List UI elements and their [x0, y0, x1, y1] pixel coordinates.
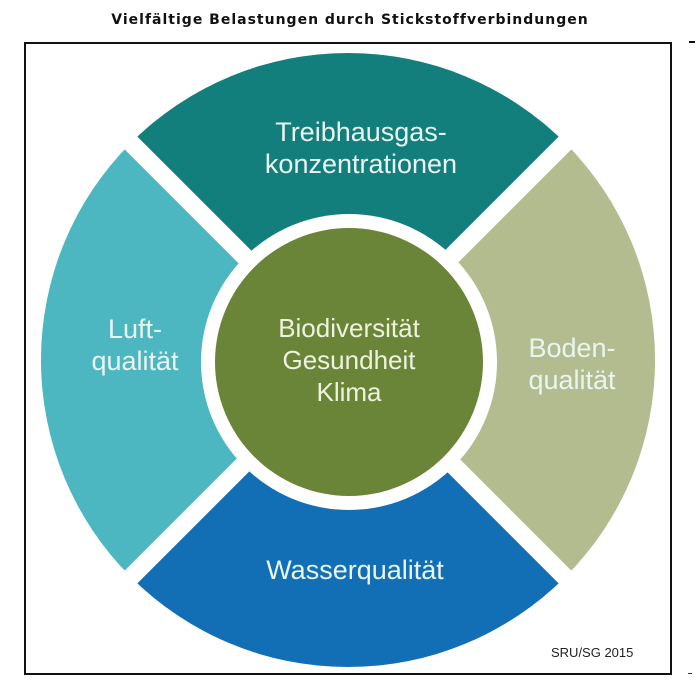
center-circle	[215, 228, 483, 496]
segment-left-label-line1: Luft-	[108, 314, 162, 344]
center-label-klima: Klima	[316, 377, 382, 407]
segment-bottom-wasserqualitaet	[130, 360, 566, 668]
segment-top-label-line1: Treibhausgas-	[275, 117, 447, 147]
frame-corner-mark	[689, 41, 695, 43]
segment-right-label-line2: qualität	[528, 365, 616, 395]
segment-bottom-label: Wasserqualität	[266, 555, 444, 585]
segment-top-treibhausgas	[130, 52, 566, 360]
segment-left-luftqualitaet	[40, 142, 348, 578]
segment-right-label-line1: Boden-	[528, 333, 615, 363]
diagram-title: Vielfältige Belastungen durch Stickstoff…	[111, 12, 589, 28]
segment-top-label-line2: konzentrationen	[265, 149, 457, 179]
center-label-gesundheit: Gesundheit	[283, 345, 417, 375]
segment-left-label-line2: qualität	[91, 346, 179, 376]
source-credit: SRU/SG 2015	[551, 645, 634, 660]
segment-right-bodenqualitaet	[348, 142, 656, 578]
diagram-frame	[24, 42, 672, 675]
center-label-biodiversitaet: Biodiversität	[278, 313, 420, 343]
frame-corner-mark-bottom	[688, 673, 692, 674]
